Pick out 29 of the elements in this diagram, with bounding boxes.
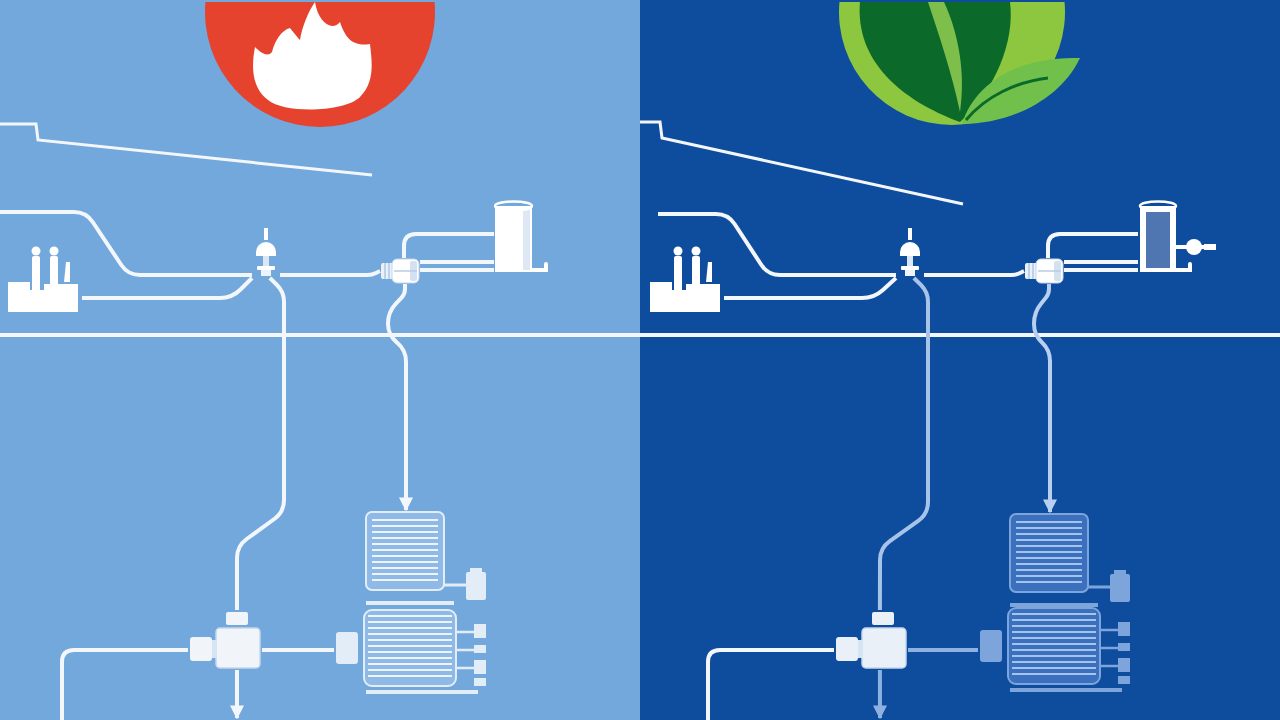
leaf-icon (836, 2, 1082, 128)
pipe (420, 260, 494, 264)
pipe-arrow (386, 284, 413, 512)
pipe (235, 276, 286, 610)
panel (0, 0, 640, 720)
pipe-fitting-icon (380, 258, 420, 284)
pipe (0, 210, 252, 277)
pipe (1046, 232, 1138, 258)
pipe (1064, 267, 1138, 272)
pipe (280, 269, 381, 277)
pipe (658, 212, 896, 277)
pipe-arrow (872, 670, 887, 720)
pipe-arrow (1032, 284, 1057, 514)
pipe (1064, 260, 1138, 264)
panel (640, 0, 1280, 720)
pipe (60, 648, 188, 720)
pipe (924, 269, 1025, 277)
pipe-fitting-icon (1024, 258, 1064, 284)
pipe (724, 276, 898, 300)
pump-icon (834, 610, 908, 670)
pipe-arrow (230, 670, 244, 720)
pipe (262, 648, 334, 652)
pipe (877, 276, 930, 610)
pump-icon (188, 610, 262, 670)
pipe (908, 648, 978, 652)
pipe (402, 232, 494, 258)
pipe (706, 648, 834, 720)
pipe (82, 276, 254, 300)
pipe (420, 267, 494, 272)
